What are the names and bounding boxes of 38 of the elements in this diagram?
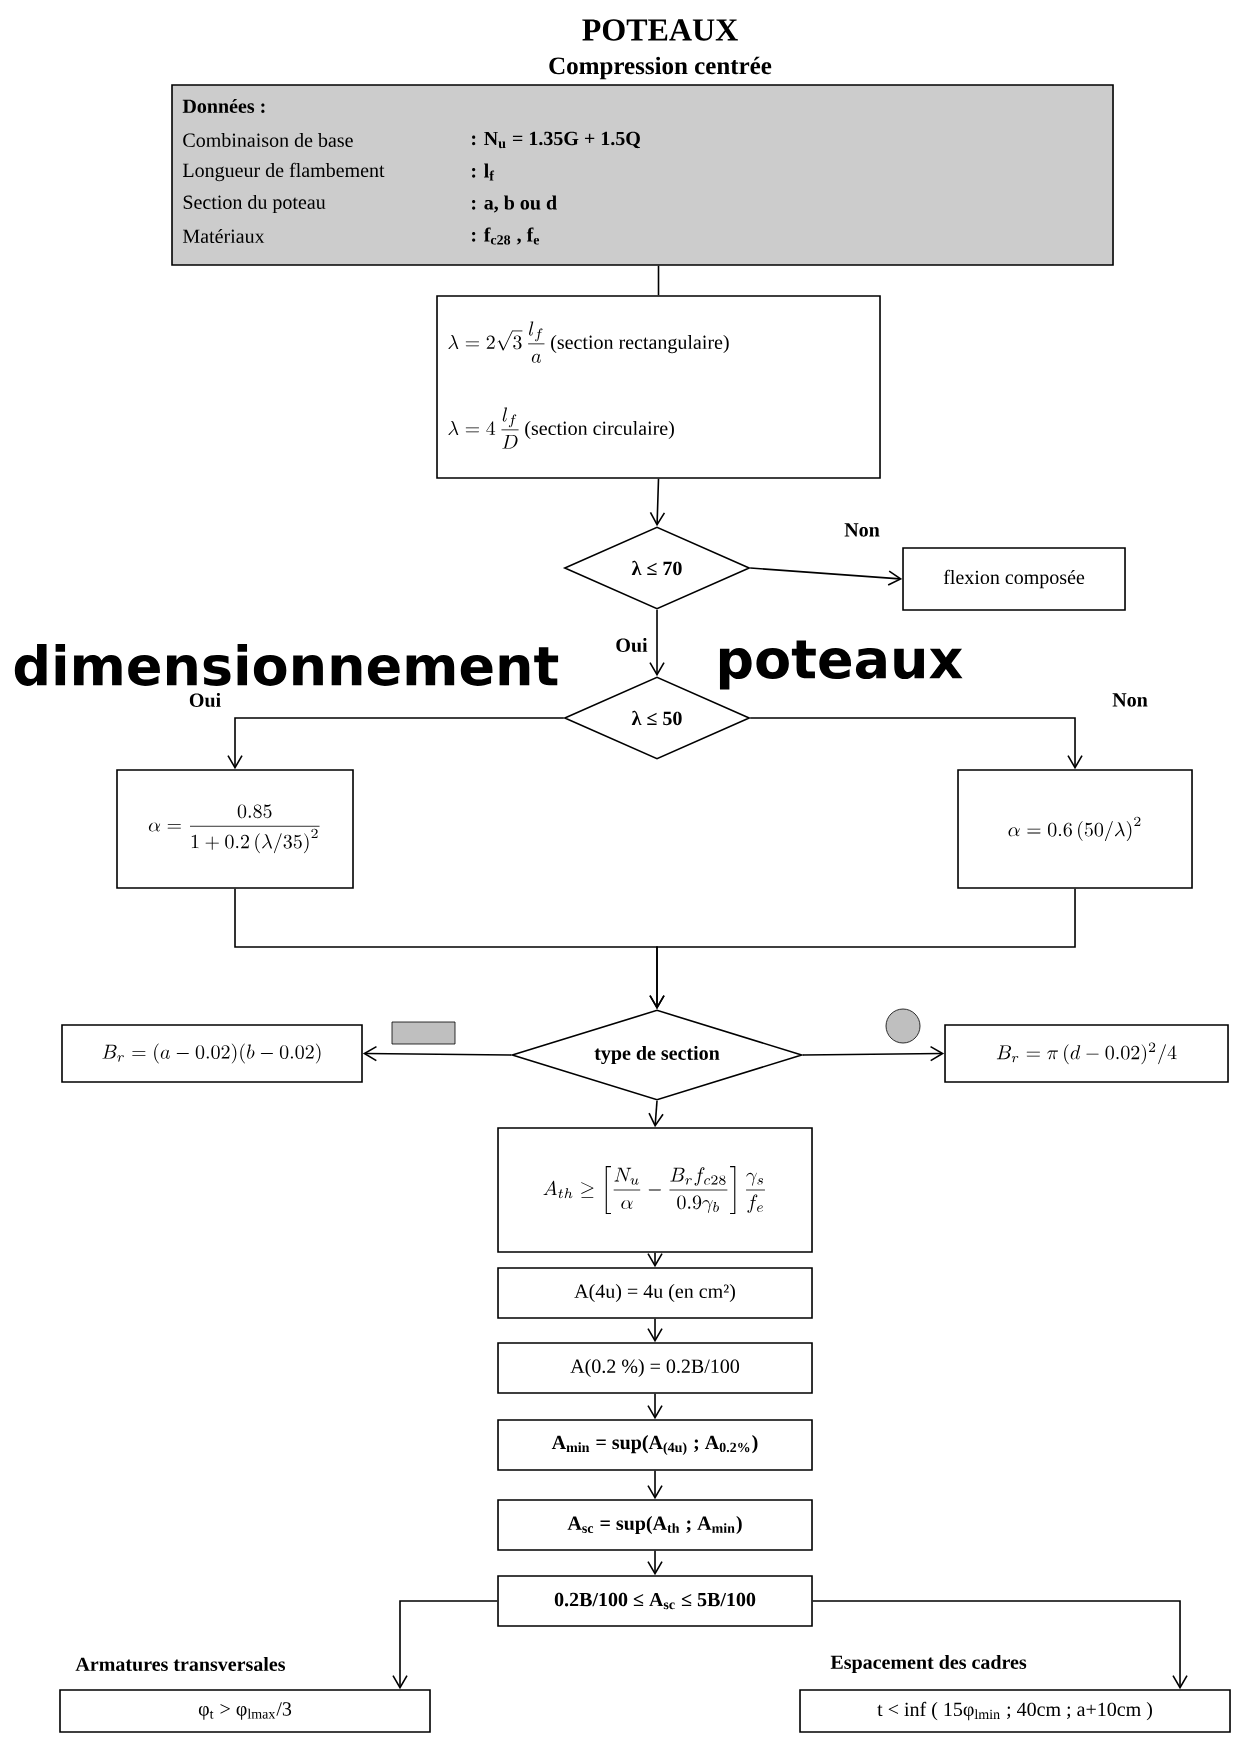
formula-box: A(4u) = 4u (en cm²) bbox=[497, 1267, 813, 1319]
formula-box: $B_r = \pi\,(d - 0.02)^2/4$ bbox=[944, 1024, 1229, 1083]
formula-box: A$_{min}$ = sup(A$_{(4u)}$ ; A$_{0.2%}$) bbox=[497, 1419, 813, 1471]
arrow bbox=[392, 1600, 498, 1690]
arrow bbox=[362, 1045, 512, 1062]
result-box: flexion composée bbox=[902, 547, 1126, 611]
edge-label: Oui bbox=[186, 690, 224, 710]
formula-box: A(0.2 %) = 0.2B/100 bbox=[497, 1342, 813, 1394]
box-heading: Armatures transversales bbox=[75, 1656, 286, 1672]
edge-label: Oui bbox=[613, 635, 650, 655]
arrow bbox=[649, 888, 1076, 1010]
formula-box: $\alpha = 0.6\left(50/\lambda\right)^2$ bbox=[957, 769, 1193, 889]
arrow bbox=[647, 1393, 663, 1420]
arrow bbox=[227, 717, 565, 770]
box-heading: Espacement des cadres bbox=[830, 1654, 1027, 1674]
overlay-text: dimensionnement bbox=[14, 644, 559, 686]
arrow bbox=[749, 567, 903, 586]
data-table-box: Données : Combinaison de base : N$_{u}$ = 1.35G + 1.5Q Longueur de flambement : l$_{f}$ Section du poteau : a, b ou d Matériaux : f$_{c28}$ , f$_{e}$ bbox=[171, 84, 1114, 266]
formula-box: φ$_{t}$ > φ$_{lmax}$/3 bbox=[59, 1689, 431, 1733]
formula-box: 0.2B/100 ≤ A$_{sc}$ ≤ 5B/100 bbox=[497, 1575, 813, 1627]
arrow bbox=[647, 1550, 663, 1576]
arrow bbox=[812, 1600, 1188, 1690]
title: POTEAUX bbox=[582, 19, 738, 41]
formula-box: t < inf ( 15φ$_{lmin}$ ; 40cm ; a+10cm ) bbox=[799, 1689, 1231, 1733]
formula-box: $A_{th} \geq \left[\frac{N_u}{\alpha} - \frac{B_r f_{c28}}{0.9\gamma_b}\right]\frac{\gamma_s}{f_e}$ bbox=[497, 1127, 813, 1253]
arrow bbox=[802, 1045, 945, 1062]
arrow bbox=[647, 1470, 663, 1500]
arrow bbox=[649, 478, 666, 527]
edge-label: Non bbox=[842, 521, 882, 539]
arrow bbox=[647, 1318, 663, 1343]
formula-box: $\lambda = 2\sqrt{3}\,\frac{l_f}{a}\,\textrm{(section rectangulaire)}$ $\lambda = 4\,\frac{l_f}{D}\,\textrm{(section circulaire)}$ bbox=[436, 295, 881, 479]
formula-box: A$_{sc}$ = sup(A$_{th}$ ; A$_{min}$) bbox=[497, 1499, 813, 1551]
arrow bbox=[648, 1100, 664, 1128]
arrow bbox=[749, 717, 1083, 770]
arrow bbox=[649, 609, 665, 677]
formula-box: $\alpha = \frac{0.85}{1+0.2\left(\lambda/35\right)^2}$ bbox=[116, 769, 354, 889]
edge-label: Non bbox=[1110, 691, 1150, 709]
formula-box: $B_r = (a - 0.02)(b - 0.02)$ bbox=[61, 1024, 363, 1083]
